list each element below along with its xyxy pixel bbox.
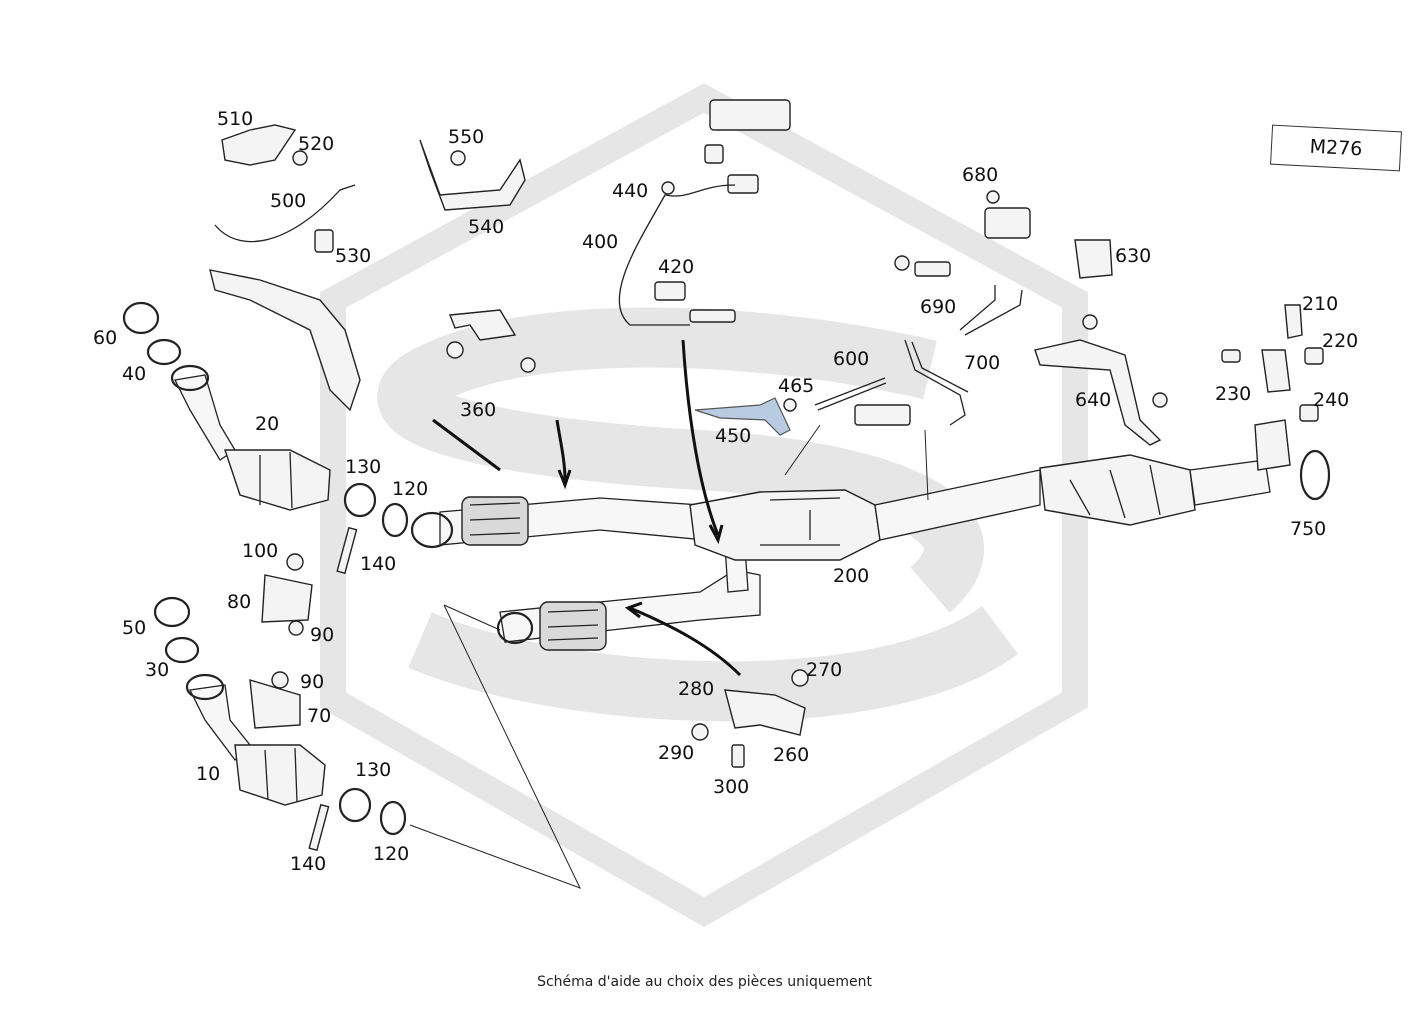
- sensor-module-400: [618, 99, 791, 326]
- part-label-30: 30: [145, 659, 169, 681]
- part-label-270: 270: [806, 659, 842, 681]
- front-brackets: [249, 553, 313, 729]
- part-label-290: 290: [658, 742, 694, 764]
- part-label-130a: 130: [345, 456, 381, 478]
- part-label-70: 70: [307, 705, 331, 727]
- part-label-640: 640: [1075, 389, 1111, 411]
- part-label-140b: 140: [290, 853, 326, 875]
- part-label-10: 10: [196, 763, 220, 785]
- clamps-rings: [308, 482, 409, 852]
- part-label-100: 100: [242, 540, 278, 562]
- part-label-120a: 120: [392, 478, 428, 500]
- part-label-90b: 90: [300, 671, 324, 693]
- part-label-630: 630: [1115, 245, 1151, 267]
- bracket-540: [419, 139, 526, 211]
- catalytic-converter-20: [122, 301, 331, 511]
- part-label-600: 600: [833, 348, 869, 370]
- part-label-510: 510: [217, 108, 253, 130]
- part-label-690: 690: [920, 296, 956, 318]
- part-label-500: 500: [270, 190, 306, 212]
- part-number-labels: 510 520 500 530 550 540 440 400 420 680 …: [93, 108, 1358, 875]
- footer-caption: Schéma d'aide au choix des pièces unique…: [537, 974, 872, 990]
- part-label-90a: 90: [310, 624, 334, 646]
- part-label-50: 50: [122, 617, 146, 639]
- part-label-420: 420: [658, 256, 694, 278]
- model-label: M276: [1270, 124, 1402, 172]
- bracket-450: [694, 397, 797, 436]
- part-label-450: 450: [715, 425, 751, 447]
- part-label-680: 680: [962, 164, 998, 186]
- part-label-540: 540: [468, 216, 504, 238]
- part-label-130b: 130: [355, 759, 391, 781]
- catalytic-converter-10: [153, 596, 326, 806]
- leader-lines: [409, 424, 929, 889]
- part-label-700: 700: [964, 352, 1000, 374]
- part-label-40: 40: [122, 363, 146, 385]
- model-label-text: M276: [1309, 135, 1363, 161]
- pipes-600-700: [814, 255, 1023, 426]
- part-label-230: 230: [1215, 383, 1251, 405]
- part-label-120b: 120: [373, 843, 409, 865]
- part-label-440: 440: [612, 180, 648, 202]
- bracket-360: [446, 309, 536, 373]
- part-label-465: 465: [778, 375, 814, 397]
- part-label-530: 530: [335, 245, 371, 267]
- rear-hangers: [1221, 304, 1324, 471]
- part-label-20: 20: [255, 413, 279, 435]
- part-label-520: 520: [298, 133, 334, 155]
- muffler-200: [689, 449, 1331, 561]
- part-label-750: 750: [1290, 518, 1326, 540]
- part-label-220: 220: [1322, 330, 1358, 352]
- part-label-210: 210: [1302, 293, 1338, 315]
- part-label-400: 400: [582, 231, 618, 253]
- part-label-140a: 140: [360, 553, 396, 575]
- part-label-300: 300: [713, 776, 749, 798]
- part-label-280: 280: [678, 678, 714, 700]
- part-label-200: 200: [833, 565, 869, 587]
- heat-shield-upper-left: [209, 124, 361, 412]
- part-label-550: 550: [448, 126, 484, 148]
- part-label-360: 360: [460, 399, 496, 421]
- part-label-260: 260: [773, 744, 809, 766]
- part-label-60: 60: [93, 327, 117, 349]
- bracket-260-280: [691, 669, 809, 768]
- part-label-80: 80: [227, 591, 251, 613]
- part-label-240: 240: [1313, 389, 1349, 411]
- module-680-bracket-630: [984, 190, 1168, 446]
- indicator-arrows: [432, 339, 742, 677]
